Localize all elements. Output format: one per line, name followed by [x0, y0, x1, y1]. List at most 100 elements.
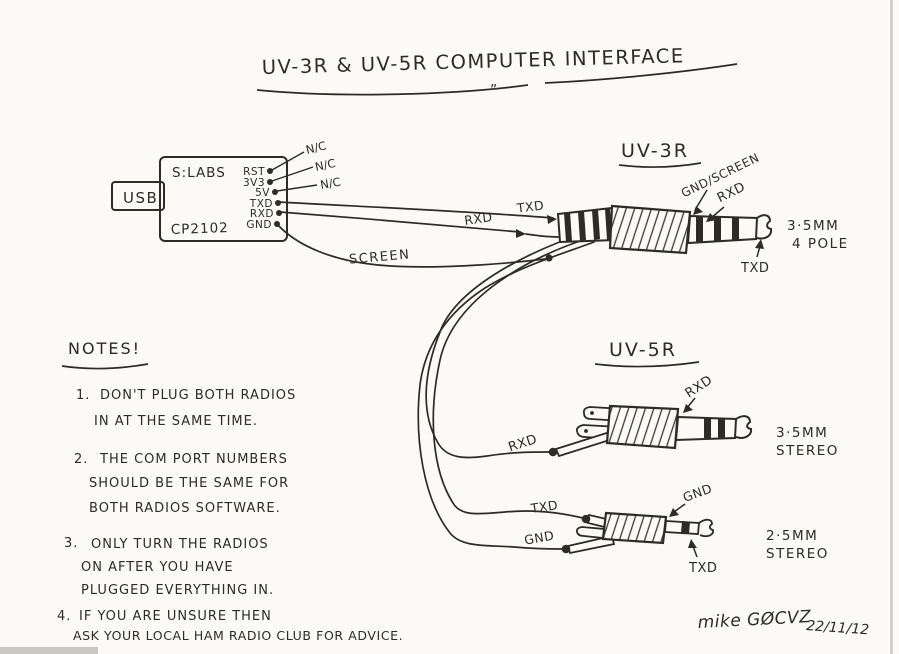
wire-arc-gnd-25stereo — [417, 241, 595, 550]
pin-dot-txd — [275, 200, 281, 206]
signature-block: mike GØCVZ 22/11/12 — [697, 607, 869, 638]
uv5r25-gnd-arrowhead — [669, 508, 679, 517]
wire-txd — [278, 201, 554, 219]
note-text-line: BOTH RADIOS SOFTWARE. — [89, 501, 281, 516]
note-text-line: ONLY TURN THE RADIOS — [91, 537, 269, 552]
note-2: 2. THE COM PORT NUMBERS SHOULD BE THE SA… — [74, 452, 289, 516]
uv5r35-size-label-1: 3·5MM — [776, 425, 828, 441]
uv5r35-shaft-bands — [704, 418, 725, 438]
uv5r35-sleeve-rxd-label: RXD — [683, 373, 716, 402]
pin-dot-rst — [267, 168, 273, 174]
uv5r25-shaft-band — [681, 521, 690, 534]
uv3r-shaft — [686, 214, 759, 245]
nc-line-rst — [271, 151, 305, 171]
nc-line-5v — [276, 184, 318, 192]
uv3r-rxd-arrow — [710, 206, 725, 219]
uv3r-rxd-label: RXD — [715, 180, 748, 206]
uv5r25-size-label-2: STEREO — [766, 546, 829, 562]
pin-label-3v3: 3V3 — [243, 177, 265, 189]
note-1: 1. DON'T PLUG BOTH RADIOS IN AT THE SAME… — [76, 388, 296, 429]
wire-rxd — [279, 211, 521, 233]
uv5r35-size-label-2: STEREO — [776, 443, 839, 459]
uv5r25-tip-txd-label: TXD — [688, 561, 717, 576]
note-text-line: ON AFTER YOU HAVE — [81, 560, 234, 575]
nc-label-3: N/C — [319, 175, 342, 192]
wire-txd-arrowhead — [547, 215, 557, 224]
uv3r-gnd-screen-arrow — [694, 189, 708, 211]
uv3r-size-label-1: 3·5MM — [787, 218, 839, 234]
page-title: UV-3R & UV-5R COMPUTER INTERFACE — [261, 44, 684, 79]
usb-plug-label: USB — [123, 189, 158, 207]
title-underline-left — [256, 84, 529, 96]
note-number: 3. — [64, 536, 78, 551]
uv3r-txd-label: TXD — [740, 261, 769, 276]
note-text-line: THE COM PORT NUMBERS — [99, 452, 288, 467]
uv3r-size-label-2: 4 POLE — [792, 236, 849, 252]
wire-screen — [276, 223, 546, 268]
notes-underline — [61, 363, 149, 370]
uv5r25-txd-arrowhead — [688, 539, 697, 548]
pin-dot-rxd — [276, 210, 282, 216]
pin-label-rxd: RXD — [250, 208, 274, 220]
uv5r35-body — [605, 404, 680, 450]
wire-rxd-arrowhead — [516, 229, 526, 238]
uv3r-heading: UV-3R — [621, 140, 689, 162]
solder-blob-25-txd — [581, 514, 591, 524]
cable-label-txd: TXD — [515, 197, 545, 215]
wire-arc-rxd-35stereo — [425, 232, 585, 459]
cable-label-screen: SCREEN — [348, 247, 411, 267]
uv3r-cable-stripes — [564, 209, 612, 242]
notes-heading: NOTES! — [68, 339, 141, 358]
pin-label-5v: 5V — [255, 187, 270, 199]
note-text-line: ASK YOUR LOCAL HAM RADIO CLUB FOR ADVICE… — [73, 628, 403, 643]
lug-25-mid — [575, 526, 605, 539]
wire-arc-txd-25stereo — [432, 237, 590, 519]
solder-blob-35-rxd — [548, 447, 558, 457]
nc-label-2: N/C — [314, 156, 337, 174]
uv5r-25mm-plug: TXD GND GND TXD 2·5MM STEREO — [523, 481, 829, 576]
title-block: UV-3R & UV-5R COMPUTER INTERFACE „ — [256, 44, 738, 96]
uv5r25-sleeve-gnd-label: GND — [681, 481, 714, 505]
uv3r-tip — [756, 214, 773, 240]
note-text-line: IN AT THE SAME TIME. — [94, 414, 258, 429]
uv3r-txd-arrowhead — [755, 239, 764, 249]
pin-label-gnd: GND — [246, 219, 272, 231]
uv5r-35mm-plug: UV-5R RXD RXD 3·5MM STEREO — [507, 339, 839, 459]
pin-label-rst: RST — [243, 166, 265, 178]
title-underline-right — [544, 63, 738, 84]
module-pin-dots — [267, 168, 282, 227]
uv3r-shaft-bands — [696, 217, 739, 242]
uv3r-heading-underline — [618, 162, 702, 168]
cable-label-rxd: RXD — [463, 209, 493, 228]
title-quote-mark: „ — [490, 74, 497, 90]
nc-label-1: N/C — [304, 138, 327, 157]
uv5r25-tip — [698, 518, 714, 538]
uv5r25-wire-txd-label: TXD — [529, 497, 559, 516]
uv5r35-rxd-arrowhead — [683, 404, 693, 413]
pin-dot-5v — [272, 189, 278, 195]
uv5r-heading-underline — [594, 361, 700, 368]
note-number: 2. — [74, 452, 88, 467]
signature-date: 22/11/12 — [806, 618, 870, 638]
note-3: 3. ONLY TURN THE RADIOS ON AFTER YOU HAV… — [64, 536, 274, 598]
note-text-line: DON'T PLUG BOTH RADIOS — [100, 388, 296, 403]
uv3r-gnd-screen-arrowhead — [693, 206, 703, 215]
note-text-line: PLUGGED EVERYTHING IN. — [81, 583, 274, 598]
pin-dot-3v3 — [267, 179, 273, 185]
pin-label-txd: TXD — [249, 198, 273, 210]
pin-dot-gnd — [274, 221, 280, 227]
lug-35-mid-dot — [584, 429, 588, 433]
note-text-line: SHOULD BE THE SAME FOR — [89, 476, 289, 491]
uv5r25-body — [601, 511, 668, 545]
uv5r35-tip — [735, 415, 753, 439]
uv3r-body — [608, 204, 692, 255]
scan-corner-smudge — [0, 647, 98, 654]
note-number: 4. — [57, 609, 71, 624]
wiring — [267, 168, 595, 550]
note-4: 4. IF YOU ARE UNSURE THEN ASK YOUR LOCAL… — [57, 609, 403, 643]
notes-section: NOTES! 1. DON'T PLUG BOTH RADIOS IN AT T… — [57, 339, 403, 643]
usb-serial-module: USB S:LABS CP2102 RST 3V3 5V TXD RXD GND… — [111, 138, 342, 242]
lug-35-top-dot — [590, 411, 594, 415]
uv5r25-gnd-arrow — [673, 503, 686, 513]
